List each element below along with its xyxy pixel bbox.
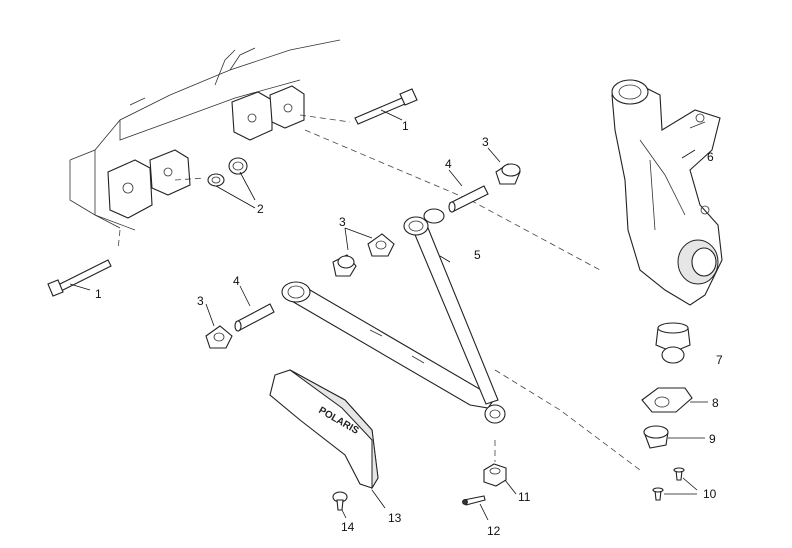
callout-11: 11 <box>518 490 531 504</box>
callout-10: 10 <box>703 487 717 501</box>
retainer-plate <box>641 387 693 413</box>
callout-14: 14 <box>341 520 355 534</box>
bushing-lower-left <box>205 325 233 349</box>
callout-1-upper: 1 <box>402 119 409 133</box>
a-arm-guard: POLARIS <box>269 369 379 490</box>
a-arm <box>281 208 506 424</box>
boot-cap <box>643 425 669 449</box>
sleeve-lower <box>234 303 275 332</box>
cotter-pin <box>462 495 486 506</box>
callout-6: 6 <box>707 150 714 164</box>
callout-4-upper: 4 <box>445 157 452 171</box>
callout-8: 8 <box>712 396 719 410</box>
callout-7: 7 <box>716 353 723 367</box>
callout-13: 13 <box>388 511 402 525</box>
spindle <box>611 79 723 306</box>
guard-screw <box>332 491 348 511</box>
callout-1-lower: 1 <box>95 287 102 301</box>
bolt-upper <box>354 88 418 125</box>
leader-lines <box>69 109 708 521</box>
sleeve-upper <box>448 185 489 213</box>
callout-5: 5 <box>474 248 481 262</box>
bushing-upper-right <box>495 163 521 185</box>
callout-3-lower: 3 <box>197 294 204 308</box>
callout-2: 2 <box>257 202 264 216</box>
callout-3-upper: 3 <box>482 135 489 149</box>
bushing-mid-pair <box>332 233 395 277</box>
assembly-guide-lines <box>117 114 641 471</box>
frame-section <box>69 39 341 231</box>
callout-3-middle: 3 <box>339 215 346 229</box>
callout-9: 9 <box>709 432 716 446</box>
bushing-pair <box>207 157 248 187</box>
castle-nut <box>483 463 507 487</box>
ball-joint <box>655 322 691 364</box>
screws <box>652 467 685 501</box>
callout-labels: 1 1 2 3 3 3 4 4 5 6 7 8 9 10 11 12 13 14 <box>95 119 723 538</box>
bolt-lower <box>47 259 112 297</box>
callout-4-lower: 4 <box>233 274 240 288</box>
callout-12: 12 <box>487 524 501 538</box>
